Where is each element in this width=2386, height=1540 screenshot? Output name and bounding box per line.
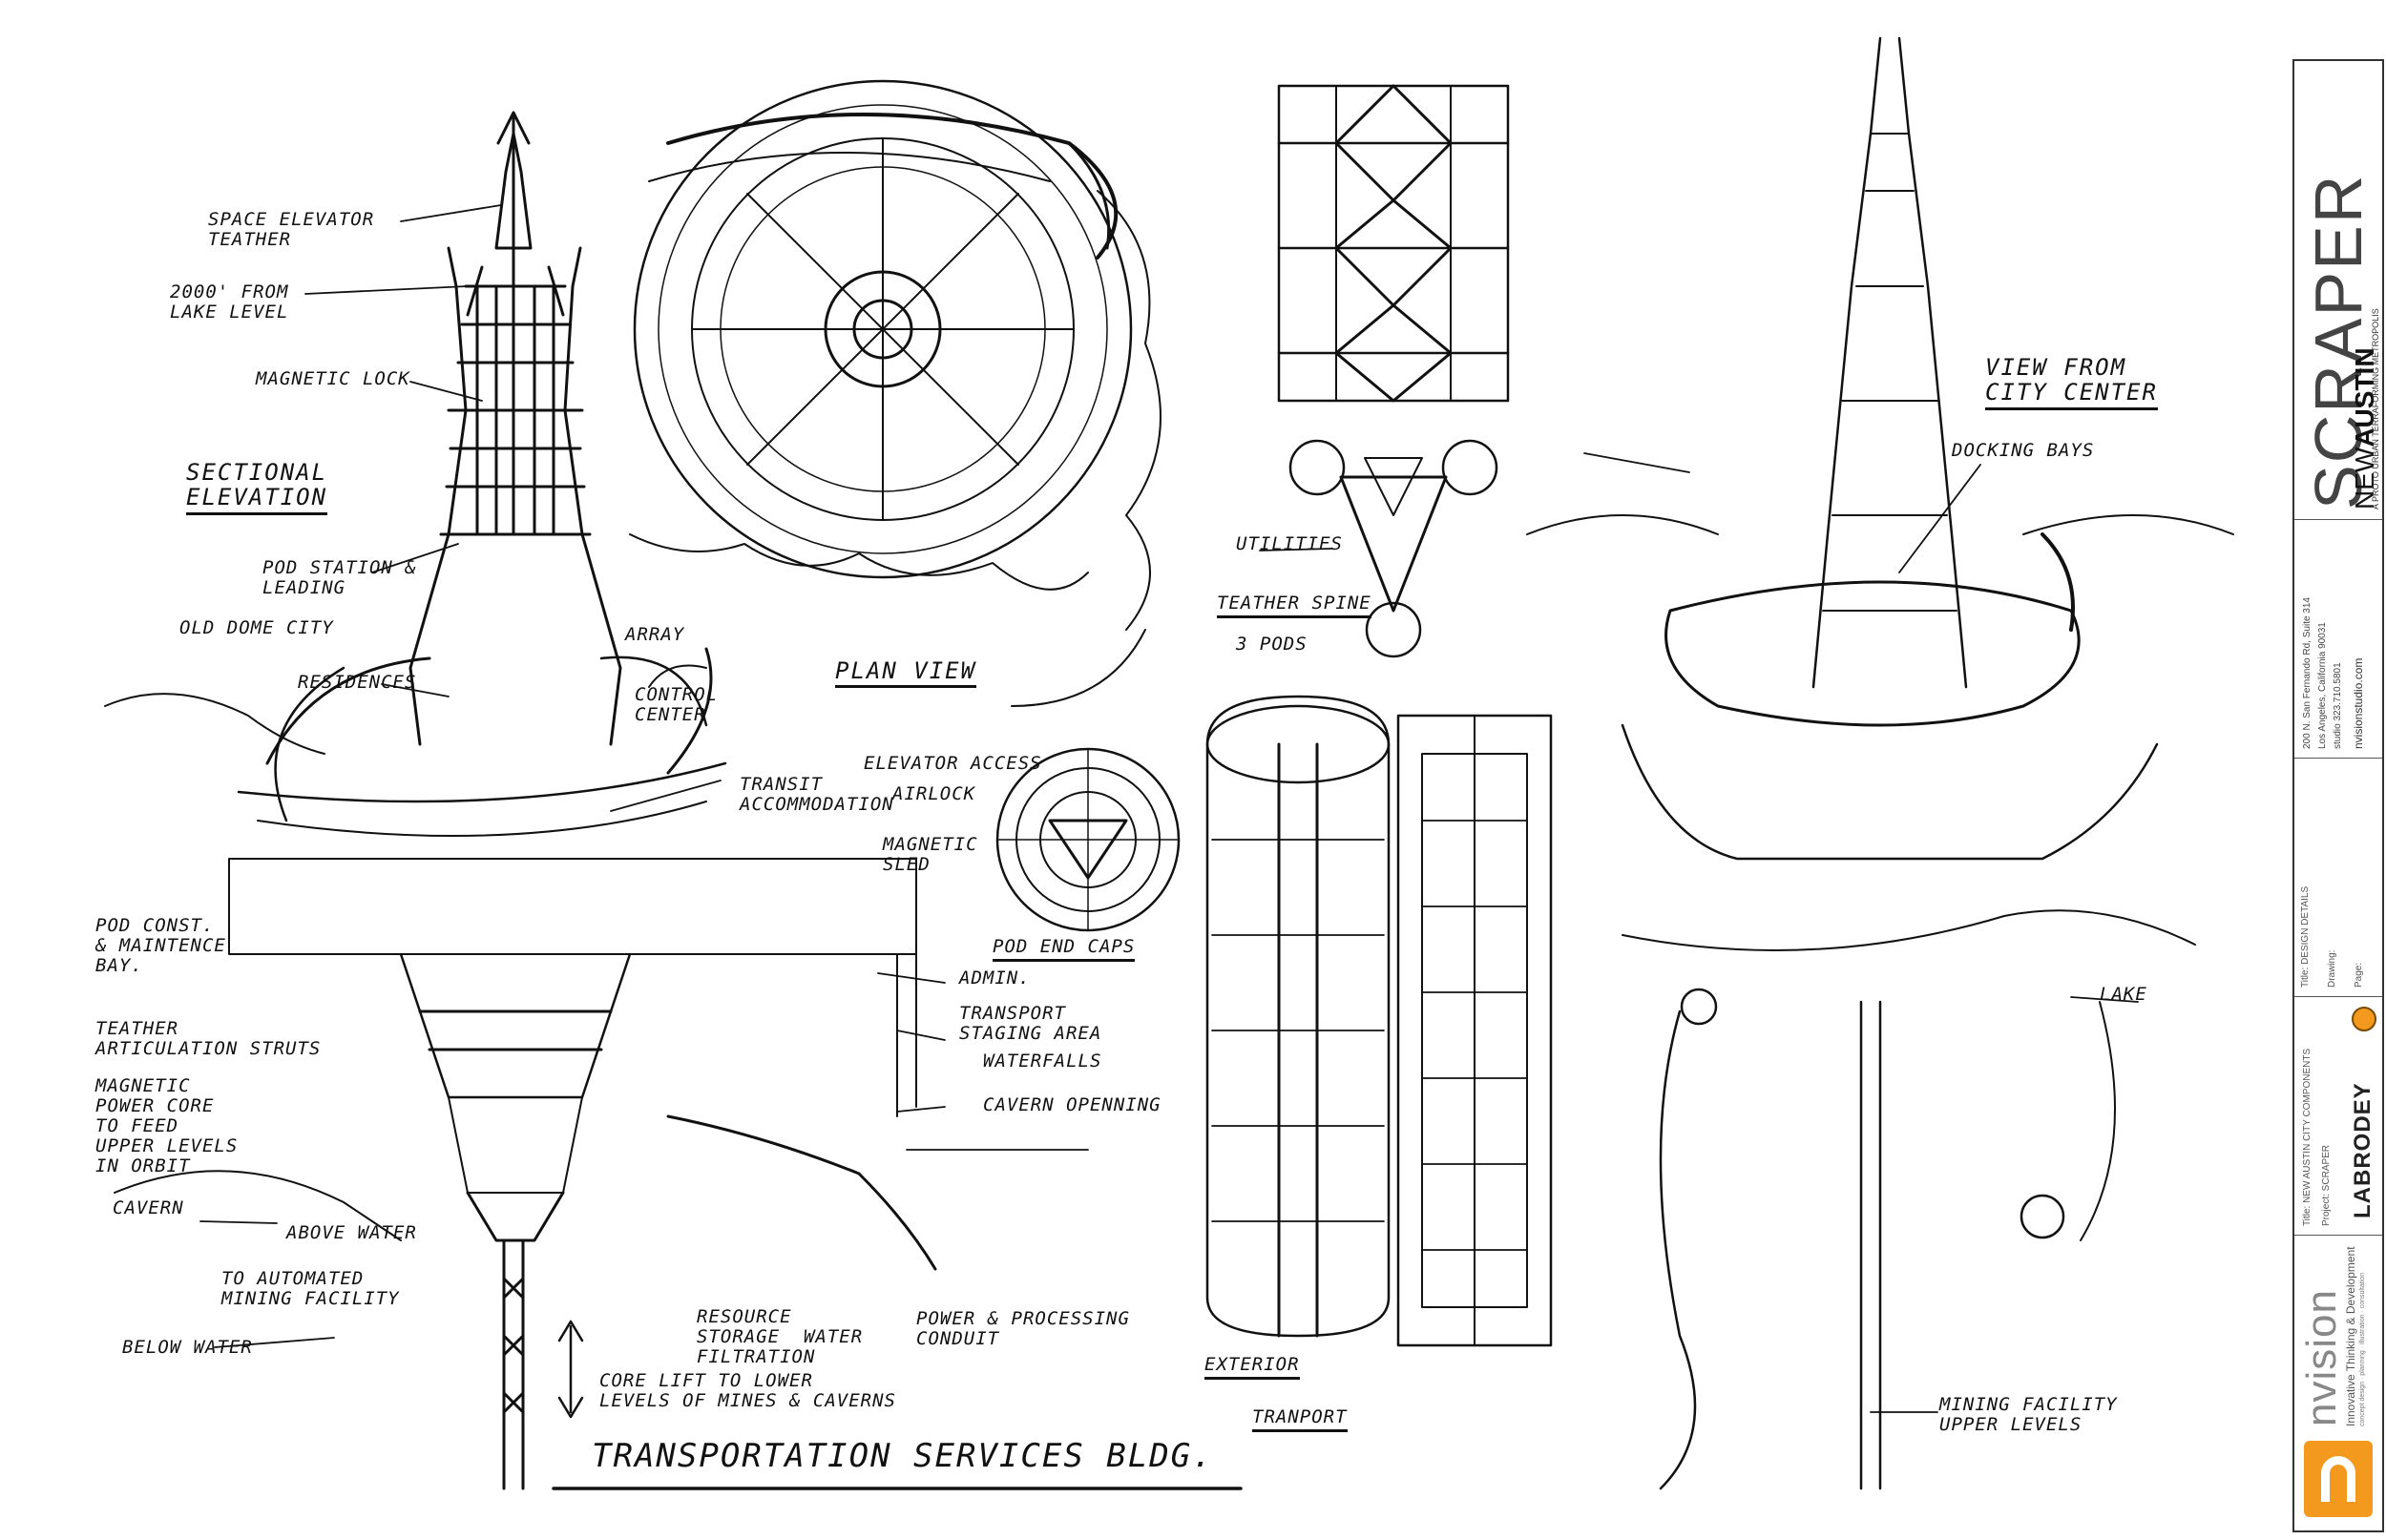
- label-pod-const: POD CONST. & MAINTENCE BAY.: [95, 915, 226, 976]
- page-field: Page:: [2354, 962, 2364, 988]
- label-admin: ADMIN.: [959, 968, 1031, 989]
- label-lake: LAKE: [2100, 984, 2147, 1005]
- details-cell: Title: DESIGN DETAILS Drawing: Page:: [2294, 758, 2382, 997]
- label-above-water: ABOVE WATER: [286, 1222, 417, 1243]
- label-mining-facility: MINING FACILITY UPPER LEVELS: [1939, 1394, 2118, 1435]
- label-plan-view: PLAN VIEW: [835, 658, 977, 689]
- label-waterfalls: WATERFALLS: [983, 1051, 1102, 1072]
- address-line-3: studio 323.710.5801: [2333, 662, 2343, 749]
- label-cavern: CAVERN: [113, 1197, 184, 1218]
- label-automated-mining: TO AUTOMATED MINING FACILITY: [221, 1268, 400, 1309]
- label-sectional-elevation: SECTIONAL ELEVATION: [186, 460, 328, 515]
- company-cell: nvision Innovative Thinking & Developmen…: [2294, 1235, 2382, 1531]
- label-pod-station: POD STATION & LEADING: [262, 557, 417, 598]
- drawing-field: Drawing:: [2327, 949, 2337, 988]
- plan-view-drawing: [629, 79, 1162, 707]
- label-magnetic-lock: MAGNETIC LOCK: [256, 368, 410, 389]
- city-center-view-drawing: [1526, 36, 2234, 1490]
- address-line-2: Los Angeles, California 90031: [2317, 622, 2328, 749]
- label-transit-accommodation: TRANSIT ACCOMMODATION: [740, 774, 894, 815]
- main-title: TRANSPORTATION SERVICES BLDG.: [592, 1437, 1214, 1475]
- title-field: Title: DESIGN DETAILS: [2300, 885, 2311, 988]
- label-pod-end-caps: POD END CAPS: [993, 937, 1136, 962]
- label-utilities: UTILITIES: [1236, 533, 1343, 554]
- label-resource-storage: RESOURCE STORAGE WATER FILTRATION: [697, 1306, 864, 1367]
- label-magnetic-sled: MAGNETIC SLED: [883, 834, 978, 875]
- label-transport: TRANPORT: [1252, 1407, 1348, 1432]
- company-subline: concept design · planning · illustration…: [2359, 1272, 2366, 1426]
- label-teather-spine: TEATHER SPINE: [1217, 593, 1371, 618]
- teather-spine-plan: [1277, 84, 1510, 658]
- label-control-center: CONTROL CENTER: [635, 684, 719, 725]
- address-cell: 200 N. San Fernando Rd, Suite 314 Los An…: [2294, 519, 2382, 759]
- label-elevator-access: ELEVATOR ACCESS: [864, 753, 1042, 774]
- label-below-water: BELOW WATER: [122, 1337, 253, 1358]
- label-airlock: AIRLOCK: [892, 783, 976, 804]
- label-cavern-opening: CAVERN OPENNING: [983, 1094, 1162, 1115]
- label-old-dome-city: OLD DOME CITY: [179, 617, 334, 638]
- sectional-elevation-drawing: [104, 111, 937, 1490]
- label-view-from-city-center: VIEW FROM CITY CENTER: [1985, 355, 2158, 410]
- label-core-lift: CORE LIFT TO LOWER LEVELS OF MINES & CAV…: [599, 1370, 896, 1411]
- label-height: 2000' FROM LAKE LEVEL: [170, 281, 289, 323]
- label-transport-staging: TRANSPORT STAGING AREA: [959, 1003, 1102, 1044]
- label-docking-bays: DOCKING BAYS: [1952, 440, 2095, 461]
- website: nvisionstudio.com: [2352, 657, 2365, 749]
- logo-tagline: A PROTO URBAN TERRAFORMING METROPOLIS: [2371, 308, 2380, 510]
- artist-badge-icon: [2352, 1007, 2376, 1031]
- company-tagline: Innovative Thinking & Development: [2344, 1246, 2357, 1426]
- label-power-processing: POWER & PROCESSING CONDUIT: [916, 1308, 1130, 1349]
- label-magnetic-power-core: MAGNETIC POWER CORE TO FEED UPPER LEVELS…: [95, 1075, 239, 1176]
- nvision-logo-icon: [2304, 1441, 2373, 1517]
- label-array: ARRAY: [625, 624, 685, 645]
- label-exterior: EXTERIOR: [1204, 1355, 1300, 1380]
- company-name: nvision: [2298, 1289, 2345, 1426]
- title-block: SCRAPER NEWAUSTIN A PROTO URBAN TERRAFOR…: [2292, 59, 2384, 1532]
- project-cell: LABRODEY Title: NEW AUSTIN CITY COMPONEN…: [2294, 996, 2382, 1236]
- transport-section-drawing: [1396, 714, 1553, 1347]
- title-line: Title: NEW AUSTIN CITY COMPONENTS: [2302, 1048, 2313, 1226]
- pod-end-cap-drawing: [995, 747, 1181, 932]
- leader-lines: [199, 204, 2139, 1413]
- address-line-1: 200 N. San Fernando Rd, Suite 314: [2302, 597, 2313, 749]
- label-three-pods: 3 PODS: [1236, 634, 1308, 655]
- artist-mark: LABRODEY: [2350, 1082, 2376, 1218]
- exterior-pod-drawing: [1205, 695, 1391, 1338]
- label-teather-articulation: TEATHER ARTICULATION STRUTS: [95, 1018, 322, 1059]
- project-line: Project: SCRAPER: [2321, 1144, 2332, 1226]
- label-residences: RESIDENCES: [298, 672, 417, 693]
- label-space-elevator-teather: SPACE ELEVATOR TEATHER: [208, 209, 375, 250]
